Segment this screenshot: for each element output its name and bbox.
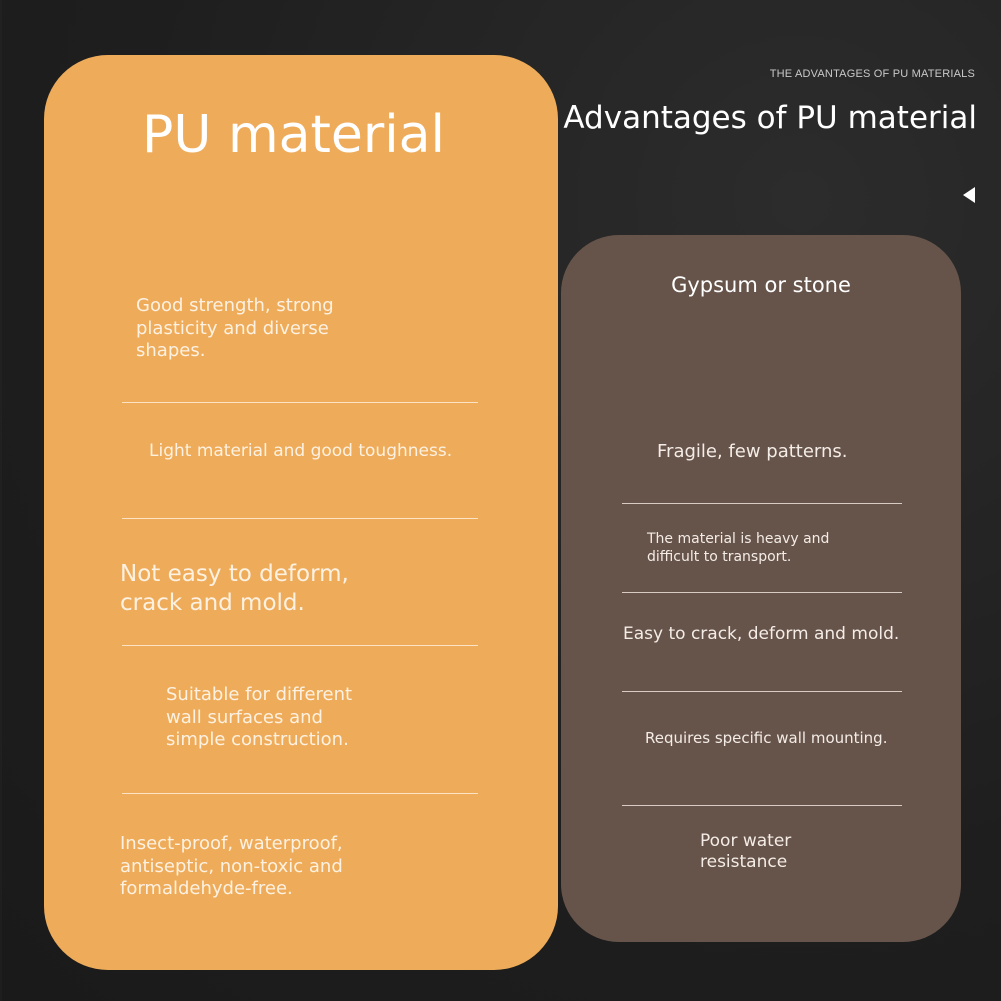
stone-drawback-4: Requires specific wall mounting. <box>645 729 888 747</box>
pu-advantage-2: Light material and good toughness. <box>149 441 453 461</box>
stone-drawback-1: Fragile, few patterns. <box>657 441 848 462</box>
stone-divider-3 <box>622 691 902 692</box>
stone-divider-4 <box>622 805 902 806</box>
page-title: Advantages of PU material <box>563 100 977 136</box>
stone-drawback-2: The material is heavy and difficult to t… <box>647 531 830 565</box>
stone-card-title: Gypsum or stone <box>671 273 851 297</box>
stone-drawback-5: Poor water resistance <box>700 831 792 873</box>
pu-material-card: PU material Good strength, strong plasti… <box>44 55 558 970</box>
pu-card-title: PU material <box>142 105 445 165</box>
pu-divider-3 <box>122 645 478 646</box>
stone-divider-2 <box>622 592 902 593</box>
pu-divider-2 <box>122 518 478 519</box>
pu-advantage-4: Suitable for different wall surfaces and… <box>166 684 353 750</box>
stone-divider-1 <box>622 503 902 504</box>
triangle-left-icon[interactable] <box>963 187 975 203</box>
pu-divider-4 <box>122 793 478 794</box>
pu-advantage-5: Insect-proof, waterproof, antiseptic, no… <box>120 833 343 899</box>
stone-drawback-3: Easy to crack, deform and mold. <box>623 624 900 644</box>
section-kicker: THE ADVANTAGES OF PU MATERIALS <box>769 68 975 80</box>
pu-advantage-3: Not easy to deform, crack and mold. <box>120 561 349 616</box>
pu-divider-1 <box>122 402 478 403</box>
pu-advantage-1: Good strength, strong plasticity and div… <box>136 295 334 361</box>
gypsum-stone-card: Gypsum or stone Fragile, few patterns. T… <box>561 235 961 942</box>
